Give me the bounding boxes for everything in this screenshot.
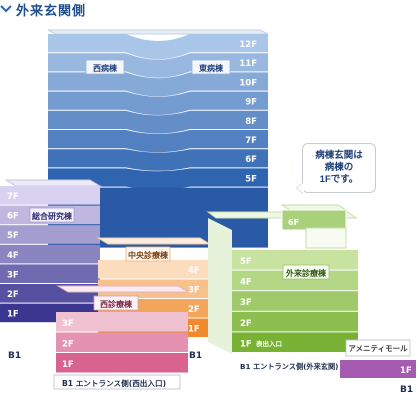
amenity-1f: 1F (400, 366, 412, 376)
ward-east-label: 東病棟 (199, 63, 224, 73)
ward-west-label: 西病棟 (93, 63, 118, 73)
chevron-down-icon (0, 5, 12, 13)
ward-floor-label: 7F (245, 136, 257, 146)
research-basement: B1 (8, 351, 21, 361)
outpatient-floor-label: 5F (240, 257, 252, 267)
outpatient-floor-label: 1F (240, 339, 252, 349)
central-floor-label: 4F (188, 266, 200, 276)
outpatient-side-facade (208, 218, 232, 354)
research-floor-label: 1F (7, 310, 19, 320)
ward-floor-label: 9F (245, 98, 257, 108)
ward-floor-band (48, 130, 268, 153)
ward-floor-label: 5F (245, 174, 257, 184)
research-building: 7F 6F 5F 4F 3F 2F 1F 総合研究棟 B1 (0, 179, 102, 361)
research-floor-band (0, 225, 100, 244)
ward-floor-band (48, 53, 268, 78)
west-clinic-floor-band (56, 353, 188, 373)
outpatient-floor-band (232, 291, 358, 311)
west-clinic-floor-label: 1F (62, 360, 74, 370)
outpatient-floor-label: 3F (240, 298, 252, 308)
central-floor-label: 1F (188, 325, 200, 335)
outpatient-floor-band (232, 332, 358, 352)
ward-floor-band (48, 149, 268, 171)
outpatient-entrance-1f: 表出入口 (255, 339, 282, 348)
central-basement: B1 (189, 351, 202, 361)
outpatient-building: 6F 5F 4F 3F 2F 1F 外来診療棟 表出入口 B1 エントランス側(外来玄関… (206, 204, 358, 371)
research-floor-label: 2F (7, 290, 19, 300)
outpatient-floor-band (232, 311, 358, 332)
amenity-basement: B1 (400, 385, 413, 395)
outpatient-6f: 6F (288, 218, 299, 227)
outpatient-label: 外来診療棟 (286, 268, 327, 278)
research-floor-label: 3F (7, 270, 19, 280)
central-label: 中央診療棟 (128, 250, 169, 260)
research-floor-label: 4F (7, 251, 19, 261)
research-floor-band (0, 186, 100, 205)
ward-floor-band (48, 168, 268, 190)
research-floor-label: 7F (7, 192, 19, 202)
ward-floor-label: 10F (239, 78, 257, 88)
page-header: 外来玄関側 (0, 0, 86, 18)
west-clinic-floor-band (56, 312, 188, 332)
west-clinic-floor-label: 3F (62, 319, 74, 329)
research-floor-band (0, 264, 100, 283)
research-floor-band (0, 244, 100, 264)
outpatient-floor-label: 2F (240, 319, 252, 329)
central-floor-label: 2F (188, 305, 200, 315)
ward-floor-band (48, 110, 268, 134)
research-label: 総合研究棟 (32, 211, 73, 221)
ward-entrance-callout: 病棟玄関は 病棟の 1Fです。 (296, 143, 376, 194)
west-clinic-building: 3F 2F 1F 西診療棟 B1 エントランス側(西出入口) (53, 285, 190, 390)
west-clinic-label: 西診療棟 (100, 299, 133, 309)
ward-floor-label: 6F (245, 155, 257, 165)
ward-floor-band (48, 34, 268, 60)
page-title: 外来玄関側 (16, 2, 87, 18)
ward-floor-label: 12F (239, 40, 257, 50)
research-floor-label: 6F (7, 212, 19, 222)
west-clinic-floor-band (56, 332, 188, 352)
west-clinic-floor-label: 2F (62, 340, 74, 350)
amenity-building: アメニティモール 1F B1 (340, 339, 416, 395)
central-floor-band (98, 260, 210, 279)
west-clinic-entrance: B1 エントランス側(西出入口) (62, 378, 166, 388)
ward-floor-label: 11F (239, 59, 257, 69)
ward-floor-band (48, 72, 268, 97)
ward-floor-label: 8F (245, 117, 257, 127)
outpatient-entrance: B1 エントランス側(外来玄関) (240, 362, 338, 371)
central-floor-label: 3F (188, 286, 200, 296)
ward-floor-band (48, 91, 268, 115)
amenity-label: アメニティモール (348, 344, 408, 353)
research-floor-label: 5F (7, 231, 19, 241)
outpatient-floor-label: 4F (240, 278, 252, 288)
